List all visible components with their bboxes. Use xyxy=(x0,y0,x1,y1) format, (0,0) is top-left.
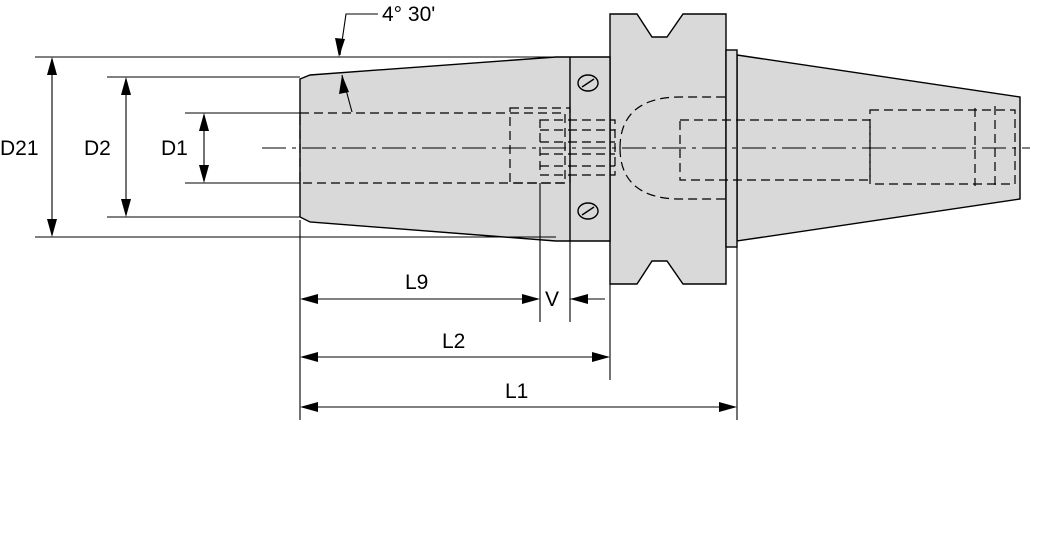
dim-l1 xyxy=(300,402,737,412)
flange xyxy=(609,13,727,285)
clamp-screw-bottom xyxy=(577,202,599,220)
label-d21: D21 xyxy=(0,137,39,160)
clamp-bore-hidden xyxy=(509,107,571,184)
angle-label: 4° 30' xyxy=(382,3,435,26)
front-body xyxy=(299,56,611,242)
dim-d1 xyxy=(199,113,209,183)
coolant-dome-hidden xyxy=(619,96,726,200)
dim-v xyxy=(570,294,605,304)
rear-bore-hidden xyxy=(679,119,871,181)
retention-bore-hidden xyxy=(869,109,1016,185)
clamp-screw-top xyxy=(577,74,599,92)
angle-leader xyxy=(335,13,378,113)
label-l1: L1 xyxy=(505,380,528,403)
dim-l9 xyxy=(300,294,540,304)
dim-l2 xyxy=(300,352,610,362)
label-d2: D2 xyxy=(84,137,111,160)
dim-d21 xyxy=(47,57,57,237)
label-d1: D1 xyxy=(161,137,188,160)
dim-d2 xyxy=(121,77,131,217)
label-l9: L9 xyxy=(405,271,428,294)
label-v: V xyxy=(545,288,559,311)
label-l2: L2 xyxy=(442,330,465,353)
